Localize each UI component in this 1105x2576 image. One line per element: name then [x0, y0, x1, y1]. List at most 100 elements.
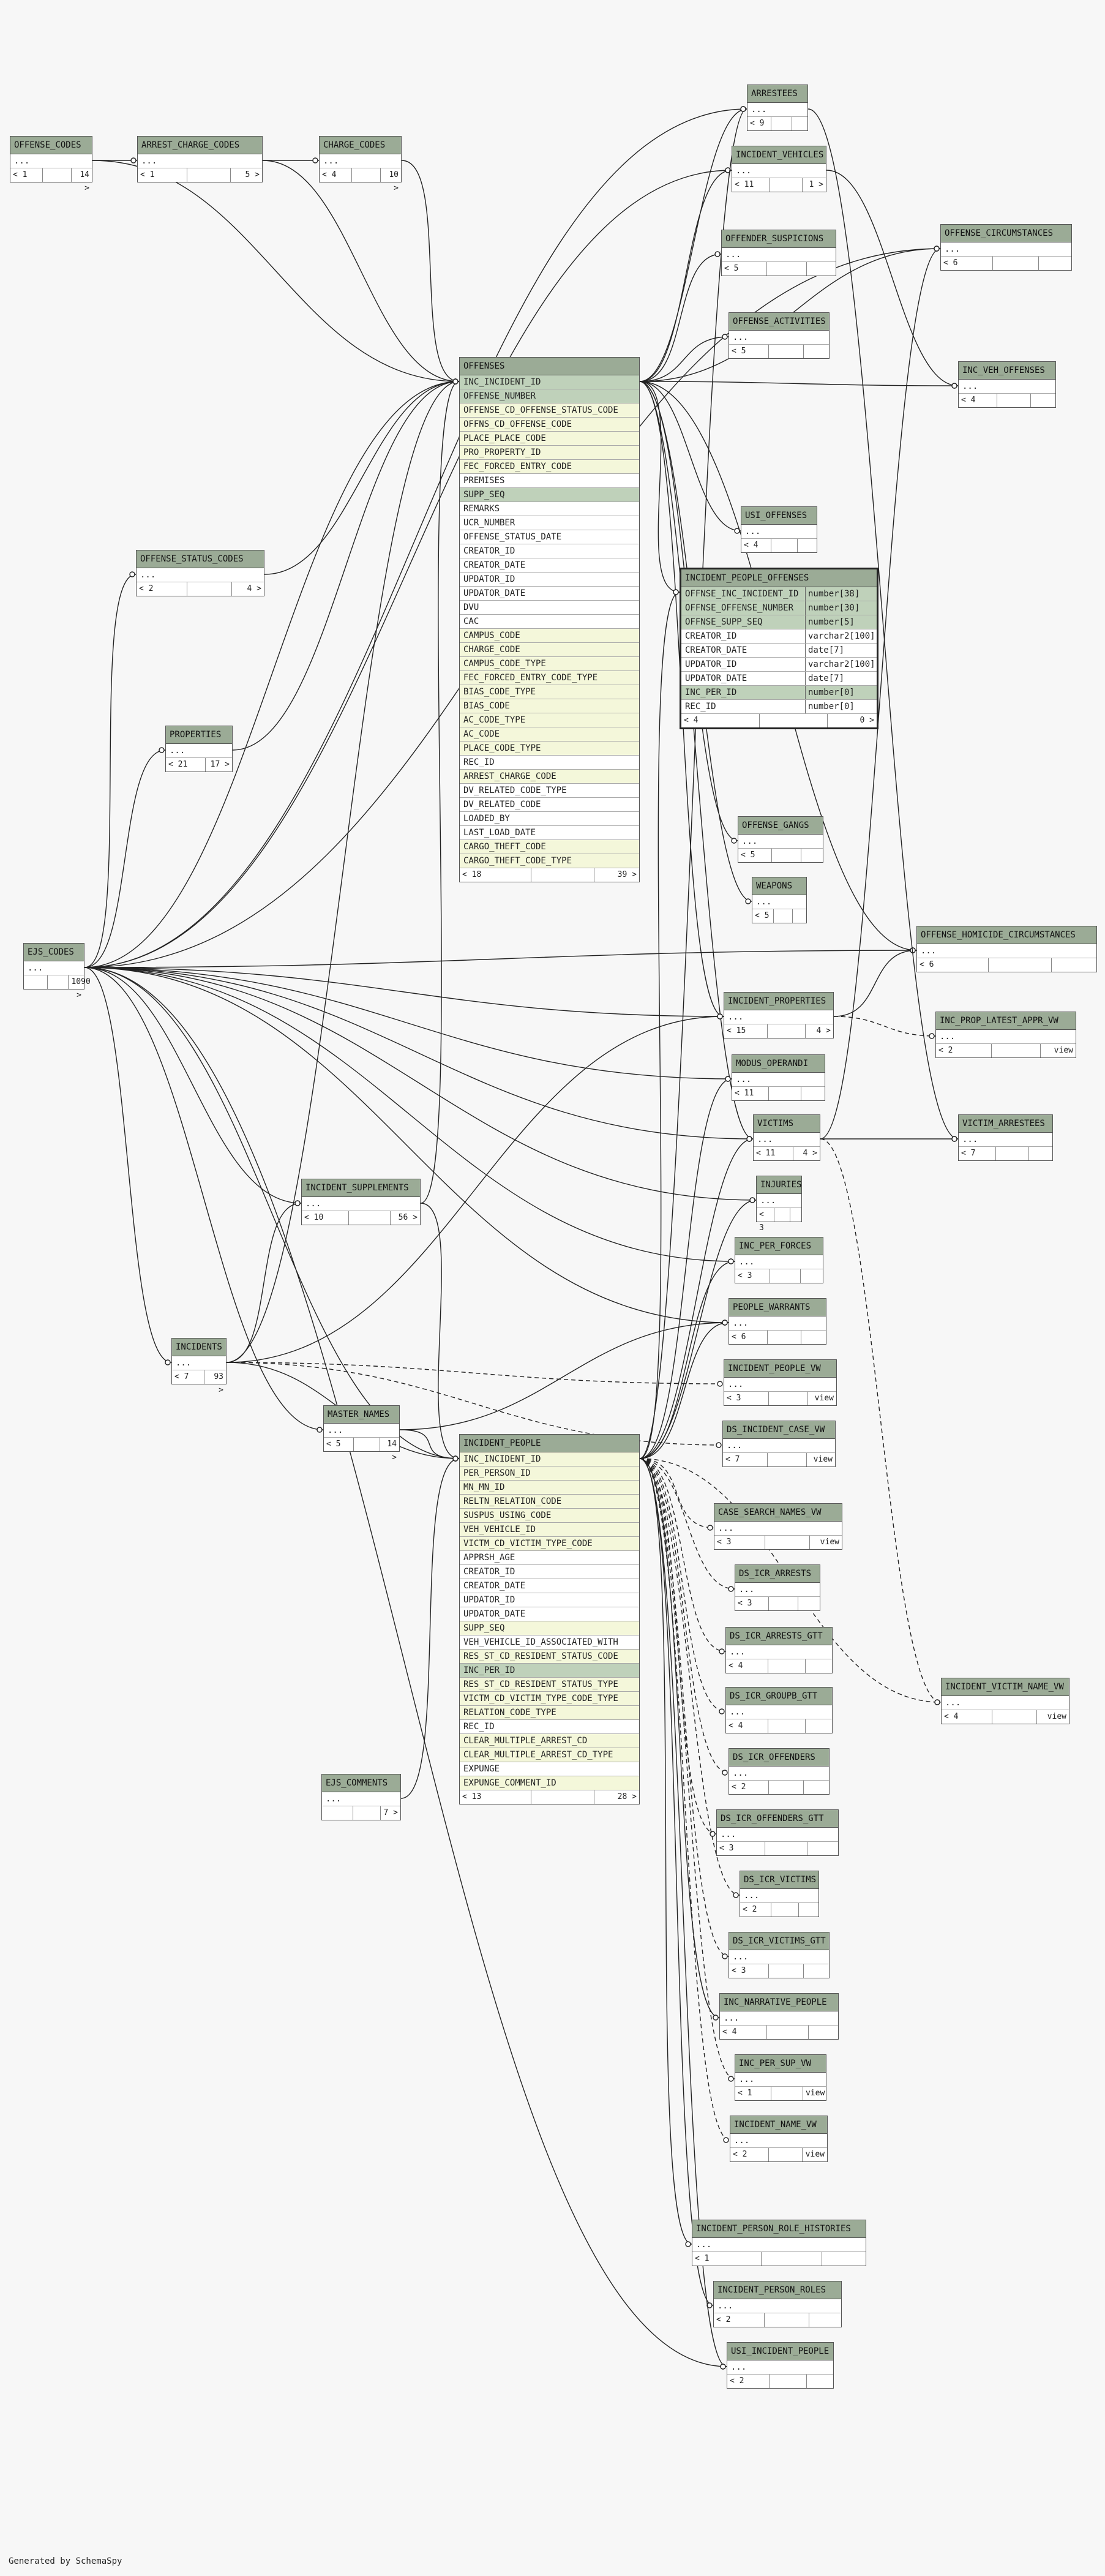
column-ellipsis: ... — [732, 164, 826, 178]
table-title: INCIDENT_VEHICLES — [732, 146, 826, 164]
table-incident-person-role-histories[interactable]: INCIDENT_PERSON_ROLE_HISTORIES...< 1 — [692, 2220, 866, 2266]
table-offense-activities[interactable]: OFFENSE_ACTIVITIES...< 5 — [729, 312, 830, 359]
table-arrestees[interactable]: ARRESTEES...< 9 — [747, 84, 808, 131]
table-ds-icr-arrests[interactable]: DS_ICR_ARRESTS...< 3 — [735, 1564, 820, 1611]
table-usi-offenses[interactable]: USI_OFFENSES...< 4 — [741, 506, 817, 553]
table-ejs-codes[interactable]: EJS_CODES...1090 > — [23, 943, 91, 1000]
count-cell — [996, 1147, 1029, 1160]
column-row: CAMPUS_CODE — [460, 629, 639, 643]
table-victim-arrestees[interactable]: VICTIM_ARRESTEES...< 7 — [958, 1114, 1053, 1161]
column-row: DV_RELATED_CODE_TYPE — [460, 784, 639, 798]
table-ds-icr-groupb-gtt[interactable]: DS_ICR_GROUPB_GTT...< 4 — [725, 1687, 833, 1733]
relationship-line — [84, 574, 137, 968]
table-offense-circumstances[interactable]: OFFENSE_CIRCUMSTANCES...< 6 — [940, 224, 1072, 271]
count-cell — [771, 2087, 803, 2100]
column-row: CREATOR_DATE — [460, 1579, 639, 1593]
count-cell: < 5 — [729, 345, 770, 358]
column-ellipsis: ... — [735, 1255, 823, 1269]
table-title: OFFENSE_HOMICIDE_CIRCUMSTANCES — [917, 926, 1096, 944]
crowfoot-marker — [728, 1586, 734, 1592]
count-cell: < 3 — [717, 1842, 766, 1855]
column-row: AC_CODE — [460, 727, 639, 742]
table-people-warrants[interactable]: PEOPLE_WARRANTS...< 6 — [729, 1298, 826, 1345]
table-title: OFFENSE_GANGS — [738, 817, 823, 835]
table-title: INCIDENT_PEOPLE_OFFENSES — [681, 569, 877, 587]
count-cell: < 11 — [732, 178, 770, 192]
column-ellipsis: ... — [735, 1583, 820, 1597]
table-injuries[interactable]: INJURIES...< 3 — [756, 1176, 802, 1233]
count-cell: < 5 — [324, 1438, 354, 1451]
table-title: CHARGE_CODES — [320, 137, 401, 154]
table-title: DS_ICR_OFFENDERS — [729, 1749, 829, 1767]
table-modus-operandi[interactable]: MODUS_OPERANDI...< 11 — [732, 1054, 825, 1101]
table-usi-incident-people[interactable]: USI_INCIDENT_PEOPLE...< 2 — [727, 2342, 834, 2389]
table-ds-icr-offenders[interactable]: DS_ICR_OFFENDERS...< 2 — [729, 1748, 830, 1795]
count-cell — [801, 849, 823, 862]
table-offender-suspicions[interactable]: OFFENDER_SUSPICIONS...< 5 — [721, 230, 836, 276]
column-row: OFFNS_CD_OFFENSE_CODE — [460, 418, 639, 432]
table-inc-veh-offenses[interactable]: INC_VEH_OFFENSES...< 4 — [958, 361, 1056, 408]
column-row: FEC_FORCED_ENTRY_CODE — [460, 460, 639, 474]
relationship-line — [639, 1458, 726, 1712]
table-offense-homicide-circumstances[interactable]: OFFENSE_HOMICIDE_CIRCUMSTANCES...< 6 — [916, 926, 1097, 972]
table-counts: < 4 — [741, 539, 817, 552]
count-cell: < 5 — [722, 262, 768, 276]
table-title: INCIDENT_PEOPLE_VW — [724, 1360, 836, 1378]
table-ds-icr-victims[interactable]: DS_ICR_VICTIMS...< 2 — [740, 1871, 819, 1917]
count-cell — [322, 1806, 354, 1820]
column-row: FEC_FORCED_ENTRY_CODE_TYPE — [460, 671, 639, 685]
column-row: PREMISES — [460, 474, 639, 488]
table-inc-narrative-people[interactable]: INC_NARRATIVE_PEOPLE...< 4 — [719, 1993, 839, 2040]
column-row: LOADED_BY — [460, 812, 639, 826]
table-ds-icr-arrests-gtt[interactable]: DS_ICR_ARRESTS_GTT...< 4 — [725, 1627, 833, 1673]
table-ds-icr-offenders-gtt[interactable]: DS_ICR_OFFENDERS_GTT...< 3 — [716, 1809, 839, 1856]
count-cell — [24, 975, 48, 989]
table-ejs-comments[interactable]: EJS_COMMENTS...7 > — [321, 1774, 401, 1820]
table-inc-per-forces[interactable]: INC_PER_FORCES...< 3 — [735, 1237, 823, 1283]
count-cell: < 1 — [735, 2087, 772, 2100]
column-ellipsis: ... — [740, 1889, 818, 1903]
count-cell: < 2 — [727, 2375, 770, 2388]
column-row: BIAS_CODE — [460, 699, 639, 713]
table-title: ARREST_CHARGE_CODES — [138, 137, 262, 154]
relationship-line — [226, 1016, 724, 1363]
count-cell — [801, 1331, 826, 1344]
count-cell — [993, 257, 1039, 270]
table-title: OFFENSE_CODES — [10, 137, 92, 154]
count-cell: 7 > — [383, 1808, 398, 1817]
table-ds-icr-victims-gtt[interactable]: DS_ICR_VICTIMS_GTT...< 3 — [729, 1932, 830, 1978]
table-incident-person-roles[interactable]: INCIDENT_PERSON_ROLES...< 2 — [713, 2281, 842, 2327]
table-weapons[interactable]: WEAPONS...< 5 — [752, 877, 807, 923]
relationship-line — [84, 108, 747, 968]
column-row: CAC — [460, 615, 639, 629]
relationship-line — [639, 381, 741, 531]
column-row: CLEAR_MULTIPLE_ARREST_CD — [460, 1734, 639, 1748]
table-offense-gangs[interactable]: OFFENSE_GANGS...< 5 — [738, 816, 823, 863]
column-ellipsis: ... — [936, 1030, 1076, 1044]
